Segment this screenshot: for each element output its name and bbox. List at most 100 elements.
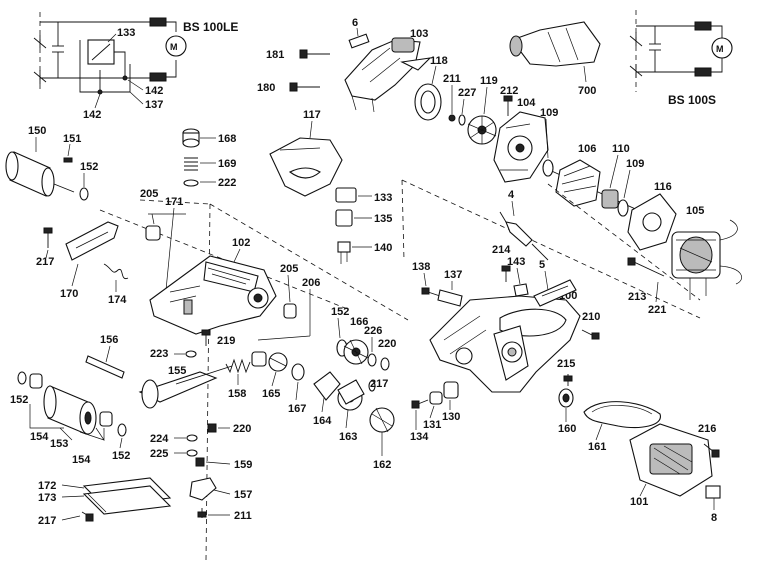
part-label: 131 xyxy=(423,419,441,431)
bearing-154-b xyxy=(99,411,113,427)
part-label: 116 xyxy=(654,181,672,193)
part-label: 103 xyxy=(410,28,428,40)
field-coil-105 xyxy=(671,219,743,300)
part-label: 181 xyxy=(266,49,284,61)
washer-152-c xyxy=(17,371,27,385)
part-label: 213 xyxy=(628,291,646,303)
bearing-167 xyxy=(291,363,305,381)
spring-174 xyxy=(103,263,129,280)
part-label: 8 xyxy=(711,512,717,524)
part-label: 205 xyxy=(140,188,158,200)
cable-4 xyxy=(499,211,549,261)
part-label: 168 xyxy=(218,133,236,145)
bracket-137 xyxy=(437,289,463,307)
sole-plate-172 xyxy=(82,477,172,515)
knob-162 xyxy=(369,407,395,433)
pulley-160 xyxy=(558,388,574,408)
washer-223 xyxy=(185,350,197,358)
screw-181 xyxy=(299,49,330,59)
part-label: 212 xyxy=(500,85,518,97)
electronic-133 xyxy=(335,187,357,203)
part-label: 150 xyxy=(28,125,46,137)
part-label: 214 xyxy=(492,244,511,256)
part-label: 227 xyxy=(458,87,476,99)
part-label: 155 xyxy=(168,365,186,377)
screw-211-top xyxy=(448,114,456,122)
washer-226 xyxy=(367,353,377,367)
svg-text:M: M xyxy=(716,44,724,54)
cap-220 xyxy=(207,423,217,433)
part-label: 223 xyxy=(150,348,168,360)
ring-220 xyxy=(380,357,390,371)
part-label: 163 xyxy=(339,431,357,443)
part-label: 165 xyxy=(262,388,280,400)
part-label: 151 xyxy=(63,133,81,145)
washer-224 xyxy=(186,434,198,442)
part-label: 171 xyxy=(165,196,183,208)
screw-217-a xyxy=(43,227,53,248)
gear-166 xyxy=(343,339,369,365)
part-label: 118 xyxy=(430,55,448,67)
dust-bag-700 xyxy=(509,21,601,67)
part-label: 119 xyxy=(480,75,498,87)
switch-135 xyxy=(335,209,353,227)
bearing-131 xyxy=(429,391,443,405)
spring-169 xyxy=(184,157,198,171)
part-label: 5 xyxy=(539,259,545,271)
part-label: 221 xyxy=(648,304,666,316)
motor-symbol xyxy=(165,35,187,57)
schematic-bs100s: M BS 100S xyxy=(629,10,733,107)
part-label: 6 xyxy=(352,17,358,29)
part-label: 158 xyxy=(228,388,246,400)
drive-belt-161 xyxy=(583,401,661,429)
clamp-157 xyxy=(189,477,217,501)
part-label: 160 xyxy=(558,423,576,435)
part-label: 164 xyxy=(313,415,332,427)
pinion-165 xyxy=(268,352,288,372)
part-label: 162 xyxy=(373,459,391,471)
screw-212 xyxy=(503,95,513,116)
part-label: 109 xyxy=(540,107,558,119)
part-label: 133 xyxy=(117,27,135,39)
screw-131 xyxy=(411,399,429,409)
part-label: 210 xyxy=(582,311,600,323)
bearing-shield-104 xyxy=(493,111,549,183)
bearing-ring-118 xyxy=(414,83,442,121)
part-label: 110 xyxy=(612,143,630,155)
model-name-left: BS 100LE xyxy=(183,20,238,34)
pin-151 xyxy=(63,157,73,163)
part-label: 206 xyxy=(302,277,320,289)
screw-138 xyxy=(421,287,441,297)
part-label: 170 xyxy=(60,288,78,300)
part-label: 217 xyxy=(36,256,54,268)
part-label: 211 xyxy=(234,510,252,522)
screw-215 xyxy=(563,374,573,386)
part-label: 152 xyxy=(331,306,349,318)
screw-214 xyxy=(501,265,511,282)
part-label: 152 xyxy=(80,161,98,173)
part-label: 130 xyxy=(442,411,460,423)
part-label: 219 xyxy=(217,335,235,347)
part-label: 137 xyxy=(145,99,163,111)
fan-119 xyxy=(467,115,497,145)
motor-housing-100 xyxy=(429,295,581,393)
part-label: 143 xyxy=(507,256,525,268)
part-label: 154 xyxy=(72,454,91,466)
svg-text:M: M xyxy=(170,42,178,52)
washer-152-d xyxy=(117,423,127,437)
screw-219 xyxy=(201,329,211,346)
screw-216 xyxy=(703,443,720,458)
part-label: 226 xyxy=(364,325,382,337)
part-label: 167 xyxy=(288,403,306,415)
part-label: 166 xyxy=(350,316,368,328)
part-label: 133 xyxy=(374,192,392,204)
part-label: 172 xyxy=(38,480,56,492)
part-label: 104 xyxy=(517,97,536,109)
part-label: 152 xyxy=(112,450,130,462)
part-label: 105 xyxy=(686,205,704,217)
part-label: 153 xyxy=(50,438,68,450)
part-label: 156 xyxy=(100,334,118,346)
belt-cover-101 xyxy=(629,423,713,497)
part-label: 161 xyxy=(588,441,606,453)
